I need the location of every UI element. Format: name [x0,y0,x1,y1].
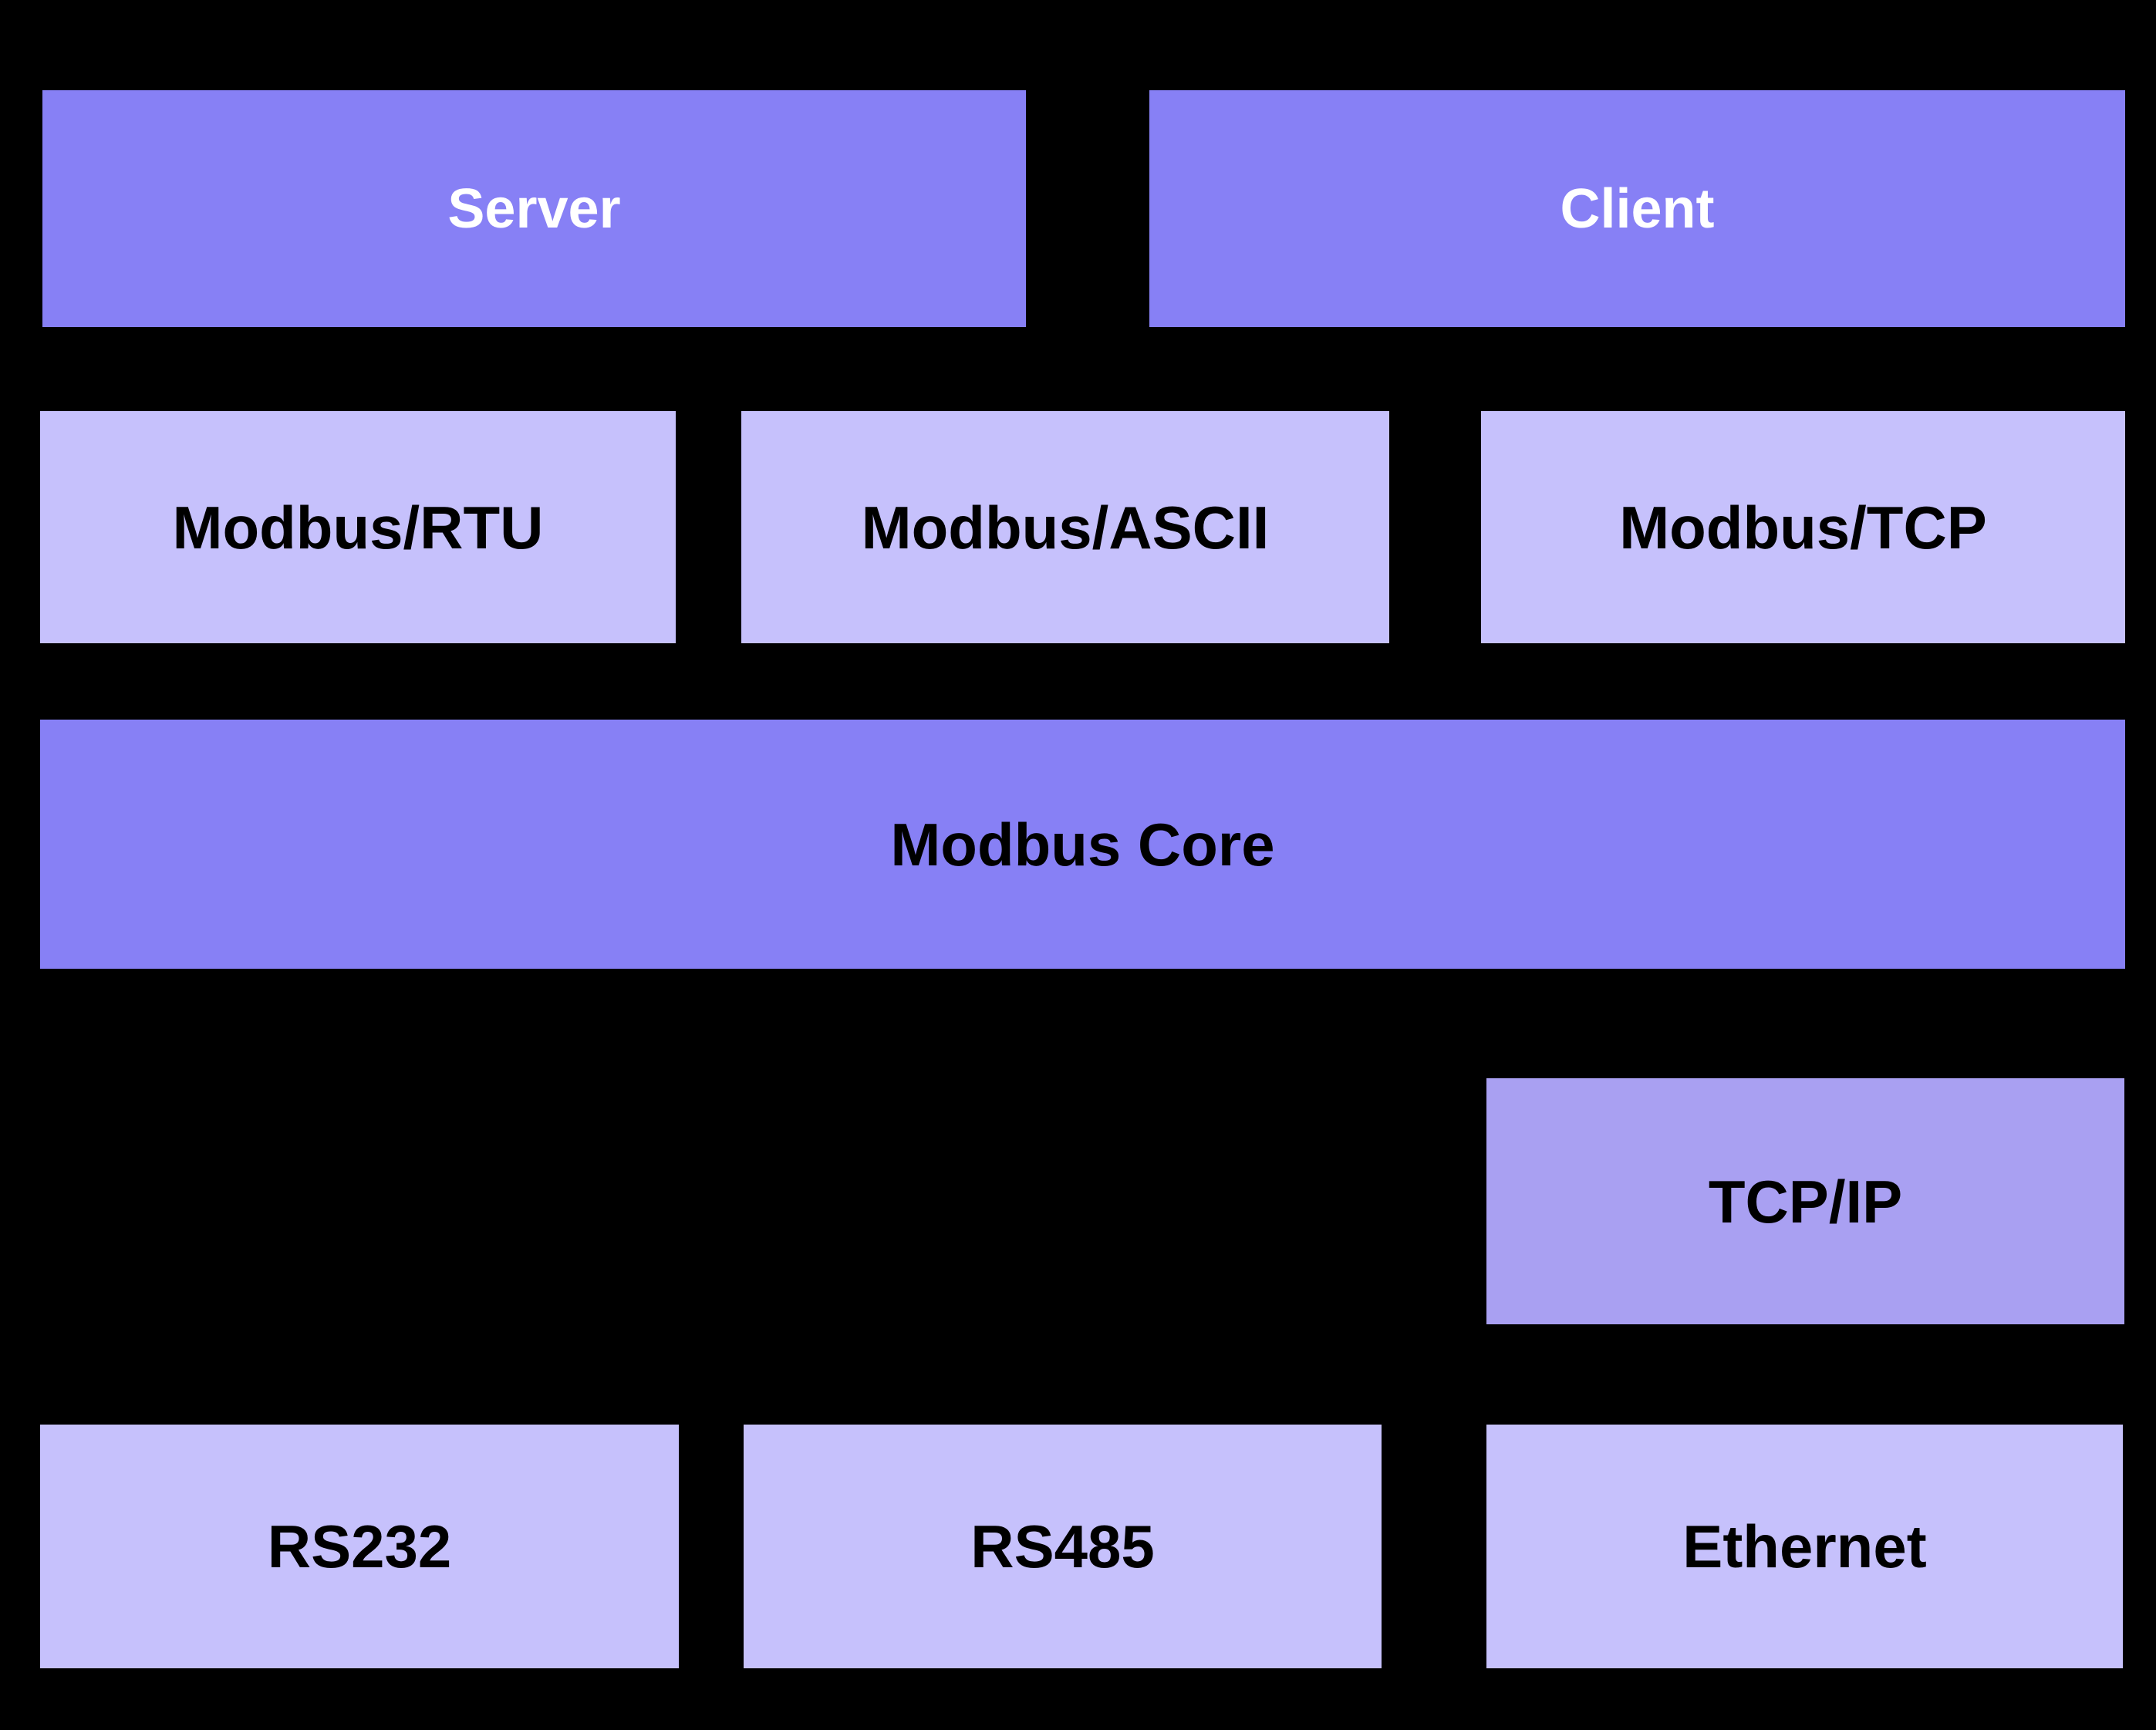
modbus-tcp-label: Modbus/TCP [1619,493,1987,561]
modbus-ascii-label: Modbus/ASCII [861,493,1270,561]
rs485-box: RS485 [744,1425,1382,1668]
tcp-ip-box: TCP/IP [1486,1078,2124,1324]
rs232-label: RS232 [267,1512,452,1580]
modbus-ascii-box: Modbus/ASCII [741,411,1389,643]
modbus-core-label: Modbus Core [890,810,1275,878]
ethernet-box: Ethernet [1486,1425,2123,1668]
client-label: Client [1560,177,1715,240]
rs232-box: RS232 [40,1425,679,1668]
modbus-rtu-box: Modbus/RTU [40,411,676,643]
client-box: Client [1149,90,2125,327]
server-box: Server [42,90,1026,327]
modbus-rtu-label: Modbus/RTU [172,493,544,561]
modbus-tcp-box: Modbus/TCP [1481,411,2125,643]
modbus-core-box: Modbus Core [40,720,2125,969]
ethernet-label: Ethernet [1682,1512,1927,1580]
server-label: Server [447,177,621,240]
tcp-ip-label: TCP/IP [1708,1167,1903,1236]
rs485-label: RS485 [970,1512,1155,1580]
